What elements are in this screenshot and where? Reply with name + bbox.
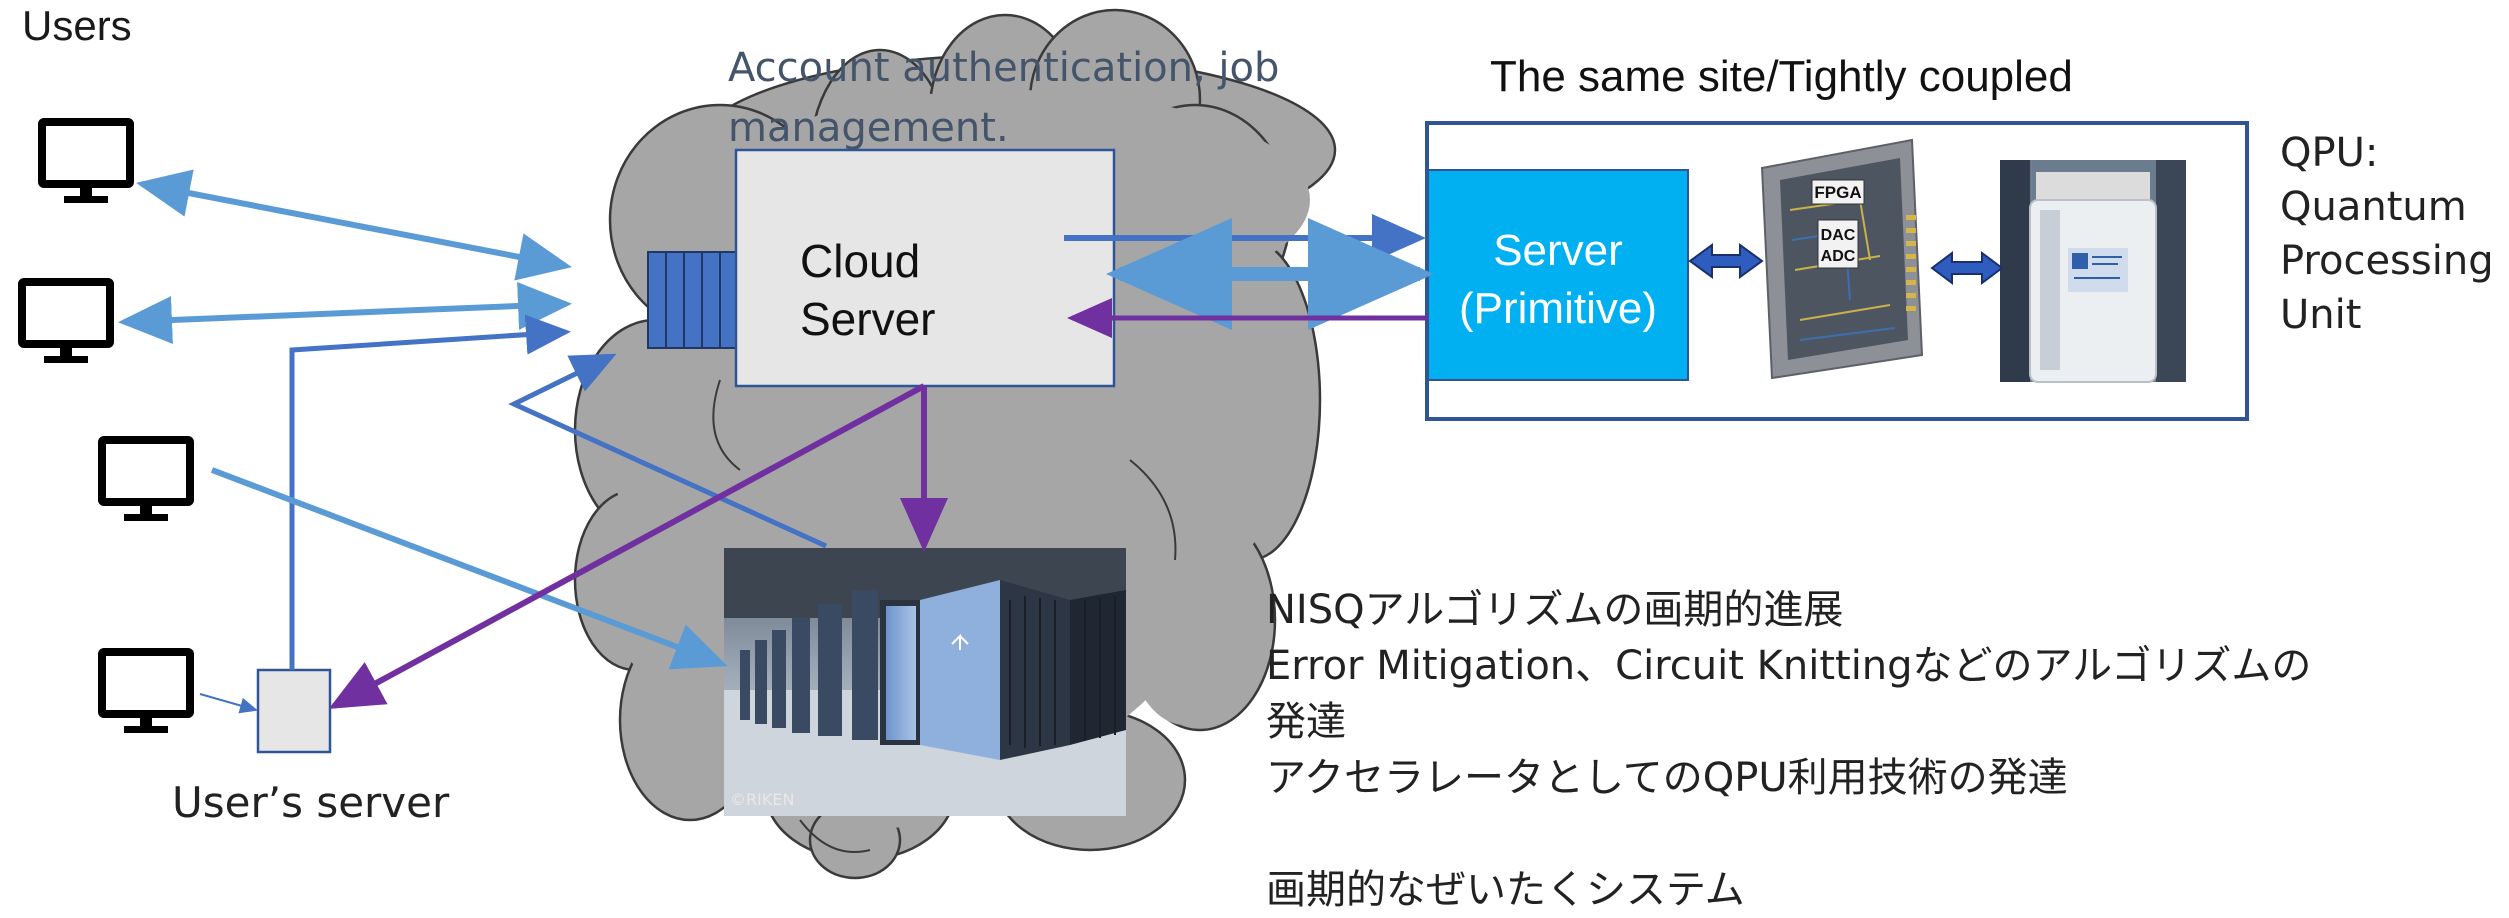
qpu-line4: Unit <box>2280 292 2362 338</box>
quantum-processor-photo <box>2000 160 2186 383</box>
user-server-box <box>256 668 332 754</box>
cloud-server-line1: Cloud <box>800 235 921 287</box>
primitive-to-board-arrow <box>1688 243 1764 279</box>
dac-label: DAC <box>1821 227 1856 244</box>
primitive-server-box <box>1427 169 1689 381</box>
qpu-line2: Quantum <box>2280 184 2467 230</box>
cloud-server-box <box>734 148 1116 388</box>
user-server-label: User’s server <box>172 778 450 827</box>
qpu-label: QPU: Quantum Processing Unit <box>2280 126 2494 342</box>
adc-label: ADC <box>1821 248 1856 265</box>
monitor-icon <box>98 436 194 521</box>
primitive-line2: (Primitive) <box>1459 284 1657 333</box>
cloud-server-line2: Server <box>800 293 936 345</box>
primitive-server-label: Server (Primitive) <box>1428 222 1688 338</box>
users-title: Users <box>22 2 132 49</box>
supercomputer-image <box>724 548 1126 816</box>
cloud-caption-line1: Account authentication, job <box>728 45 1280 91</box>
job-queue <box>647 251 737 349</box>
board-to-qpu-arrow <box>1930 251 2004 285</box>
primitive-line1: Server <box>1493 226 1623 275</box>
notes-block: NISQアルゴリズムの画期的進展 Error Mitigation、Circui… <box>1266 582 2311 918</box>
notes-line6: 画期的なぜいたくシステム <box>1266 867 1745 913</box>
fpga-label: FPGA <box>1814 183 1861 202</box>
notes-line3: 発達 <box>1266 699 1346 745</box>
qpu-line3: Processing <box>2280 238 2494 284</box>
monitor-icon <box>98 648 194 733</box>
cloud-caption: Account authentication, job management. <box>728 38 1279 158</box>
site-title: The same site/Tightly coupled <box>1490 52 2073 101</box>
notes-line4: アクセラレータとしてのQPU利用技術の発達 <box>1266 755 2068 801</box>
cloud-server-label: Cloud Server <box>800 232 935 348</box>
cloud-caption-line2: management. <box>728 105 1009 151</box>
server-primitive-links <box>1064 214 1434 338</box>
qpu-line1: QPU: <box>2280 130 2379 176</box>
server-dispatch-links <box>328 383 948 709</box>
supercomputer-credit: ©RIKEN <box>730 790 795 809</box>
control-electronics-board: FPGA DAC ADC <box>1760 138 1924 380</box>
notes-line1: NISQアルゴリズムの画期的進展 <box>1266 587 1844 633</box>
notes-line2: Error Mitigation、Circuit Knittingなどのアルゴリ… <box>1266 643 2312 689</box>
monitor-icon <box>38 118 134 203</box>
monitor-icon <box>18 278 114 363</box>
